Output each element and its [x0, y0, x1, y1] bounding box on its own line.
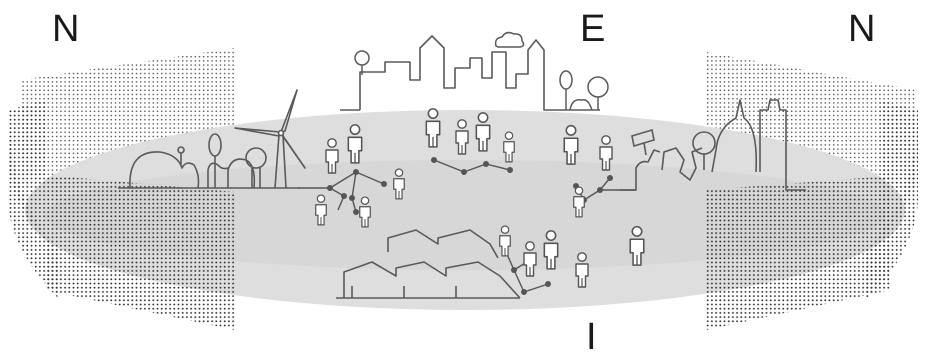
person-icon — [347, 124, 363, 164]
person-icon — [629, 225, 645, 266]
cloud-icon — [494, 31, 525, 48]
person-icon — [503, 131, 515, 163]
tree-icon — [354, 50, 609, 111]
person-icon — [315, 194, 327, 226]
label-right: N — [848, 8, 876, 50]
cathedral-dome-icon — [620, 99, 806, 191]
label-top: E — [580, 8, 606, 50]
person-icon — [425, 108, 441, 148]
countryside-left — [118, 133, 300, 189]
label-bottom: I — [586, 316, 597, 358]
person-icon — [573, 186, 585, 218]
solar-panel-icon — [631, 128, 655, 156]
person-icon — [475, 112, 491, 152]
house-icon — [336, 229, 521, 299]
dotted-wall-left-front — [45, 175, 235, 330]
person-icon — [393, 168, 405, 200]
wind-turbine-icon — [234, 89, 306, 189]
person-icon — [499, 225, 511, 257]
label-left: N — [52, 8, 80, 50]
dotted-wall-right-front — [706, 176, 890, 330]
city-skyline-icon — [340, 35, 600, 111]
person-icon — [563, 124, 579, 165]
network-nodes — [327, 157, 613, 295]
person-icon — [359, 196, 371, 228]
